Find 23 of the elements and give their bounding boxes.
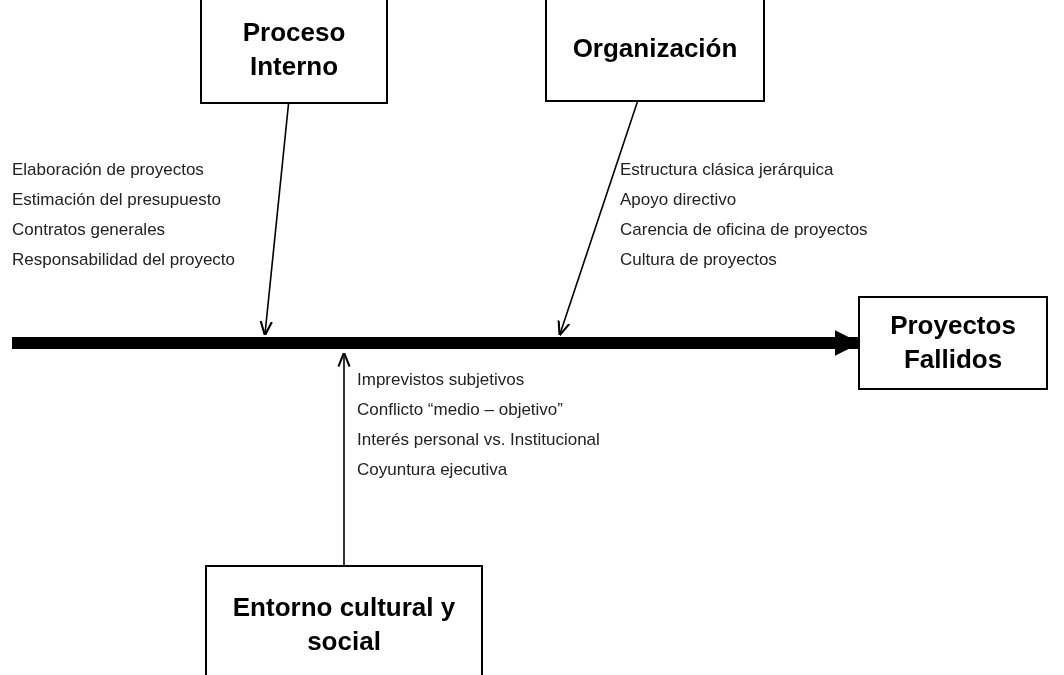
category-title: Proyectos Fallidos	[889, 309, 1017, 376]
category-box	[858, 296, 1048, 390]
cause-text: Apoyo directivo	[620, 190, 737, 210]
cause-text: Responsabilidad del proyecto	[12, 250, 236, 270]
cause-text: Carencia de oficina de proyectos	[620, 220, 868, 240]
arrow	[337, 351, 351, 566]
category-title: Organización	[571, 32, 739, 66]
cause-text: Coyuntura ejecutiva	[357, 460, 508, 480]
arrow	[557, 101, 639, 337]
cause-text: Estructura clásica jerárquica	[620, 160, 834, 180]
category-title: Proceso Interno	[241, 16, 347, 83]
cause-text: Elaboración de proyectos	[12, 160, 204, 180]
cause-text: Contratos generales	[12, 220, 166, 240]
cause-text: Interés personal vs. Institucional	[357, 430, 600, 450]
arrow	[259, 103, 290, 337]
category-box	[200, 0, 388, 104]
cause-text: Conflicto “medio – objetivo”	[357, 400, 563, 420]
cause-text: Imprevistos subjetivos	[357, 370, 525, 390]
cause-text: Cultura de proyectos	[620, 250, 777, 270]
category-title: Entorno cultural y social	[231, 591, 457, 658]
category-box	[545, 0, 765, 102]
cause-text: Estimación del presupuesto	[12, 190, 221, 210]
category-box	[205, 565, 483, 675]
